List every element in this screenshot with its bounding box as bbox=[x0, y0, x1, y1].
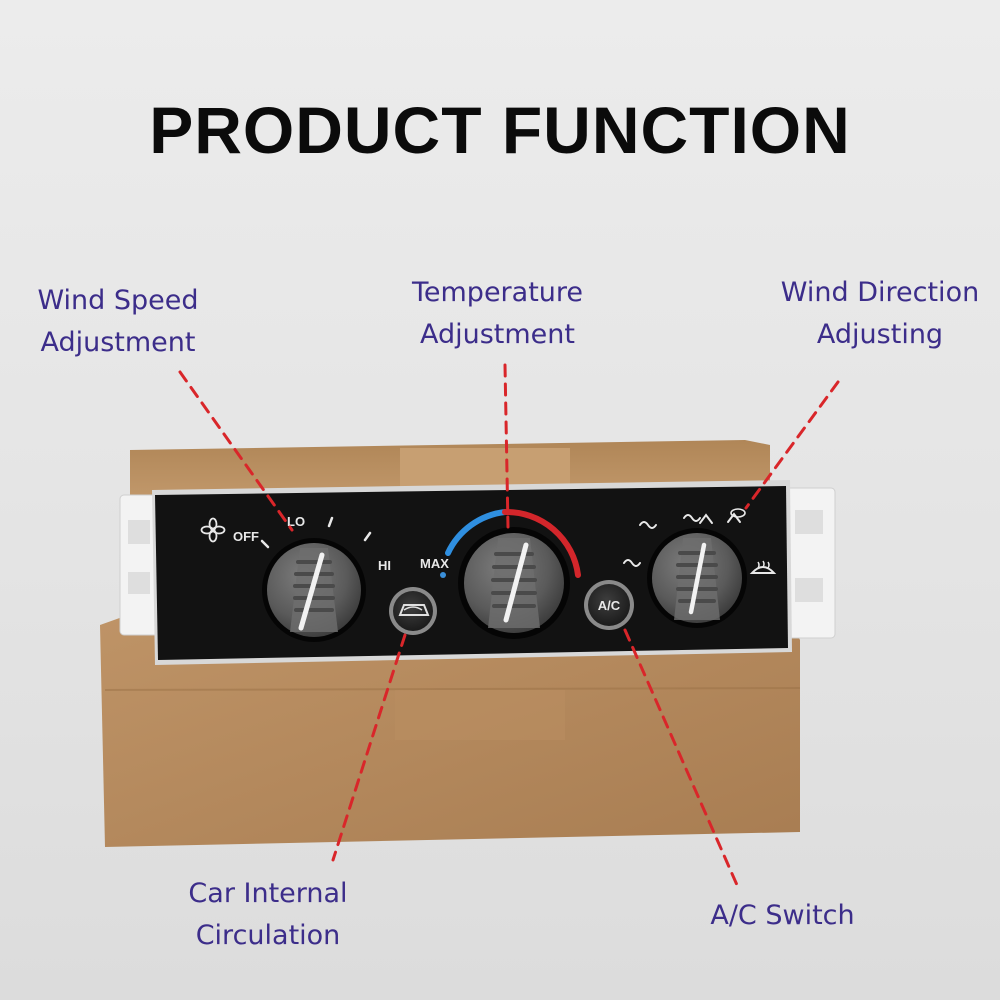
mounting-tab-left bbox=[119, 494, 161, 636]
recirculation-button[interactable] bbox=[389, 587, 437, 635]
off-mark: OFF bbox=[233, 529, 259, 544]
temperature-leader-line bbox=[503, 363, 510, 529]
wind-speed-knob[interactable] bbox=[262, 538, 366, 642]
mounting-tab-right bbox=[784, 487, 836, 639]
floor-vent-icon bbox=[699, 512, 741, 524]
fan-icon bbox=[200, 517, 226, 543]
ac-button-text: A/C bbox=[598, 598, 621, 613]
defrost-top-icon bbox=[730, 508, 746, 518]
max-indicator-dot bbox=[440, 572, 446, 578]
wind-speed-label: Wind Speed Adjustment bbox=[18, 280, 218, 364]
internal-circulation-leader-line bbox=[331, 633, 407, 862]
wind-direction-knob[interactable] bbox=[647, 528, 747, 628]
page-title: PRODUCT FUNCTION bbox=[149, 93, 851, 167]
ac-switch-label: A/C Switch bbox=[695, 895, 870, 937]
lo-mark: LO bbox=[287, 514, 305, 529]
wind-direction-label: Wind Direction Adjusting bbox=[770, 272, 990, 356]
temperature-arc bbox=[445, 508, 581, 578]
max-mark: MAX bbox=[420, 556, 449, 571]
temperature-label: Temperature Adjustment bbox=[390, 272, 605, 356]
ac-switch-leader-line bbox=[623, 628, 739, 887]
wind-direction-label-line2: Adjusting bbox=[816, 319, 944, 350]
speed-tick-marks bbox=[260, 516, 372, 549]
hi-mark: HI bbox=[378, 558, 391, 573]
temperature-label-line2: Adjustment bbox=[419, 319, 575, 350]
wind-speed-leader-line bbox=[178, 370, 294, 532]
ac-button[interactable]: A/C bbox=[584, 580, 634, 630]
wind-speed-label-line1: Wind Speed bbox=[37, 285, 199, 316]
defrost-icon bbox=[749, 560, 777, 574]
recirculation-icon bbox=[398, 604, 430, 616]
vent-icon bbox=[623, 514, 701, 567]
wind-direction-leader-line bbox=[744, 380, 840, 510]
temperature-knob[interactable] bbox=[458, 527, 570, 639]
temperature-label-line1: Temperature bbox=[411, 277, 584, 308]
internal-circulation-label: Car Internal Circulation bbox=[168, 873, 368, 957]
wind-speed-label-line2: Adjustment bbox=[40, 327, 196, 358]
internal-circulation-label-line2: Circulation bbox=[195, 920, 341, 951]
internal-circulation-label-line1: Car Internal bbox=[188, 878, 348, 909]
ac-switch-label-line1: A/C Switch bbox=[710, 900, 855, 931]
wind-direction-label-line1: Wind Direction bbox=[780, 277, 980, 308]
